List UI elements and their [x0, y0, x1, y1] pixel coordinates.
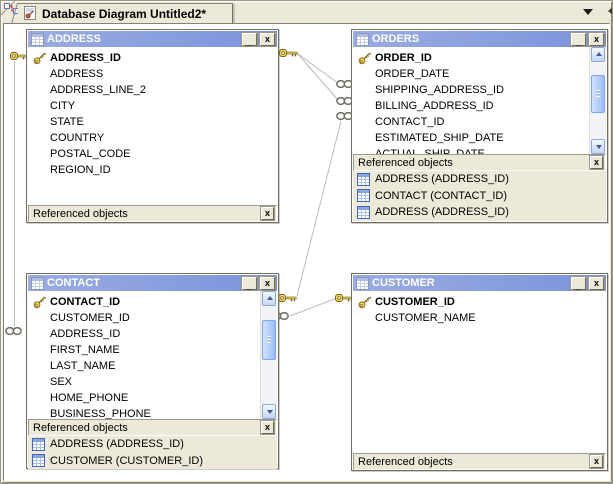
table-icon: [357, 205, 370, 219]
key-connector-icon-address-right[interactable]: [279, 48, 298, 58]
field-row[interactable]: LAST_NAME: [50, 360, 116, 372]
minimize-button[interactable]: _: [571, 32, 586, 46]
referenced-objects-bar: Referenced objects x: [353, 453, 606, 470]
tab-bar: Database Diagram Untitled2*: [1, 1, 612, 23]
titlebar-contact[interactable]: CONTACT _ x: [28, 275, 277, 291]
field-row[interactable]: ORDER_DATE: [375, 68, 450, 80]
field-row[interactable]: CONTACT_ID: [28, 294, 277, 310]
field-row[interactable]: STATE: [50, 116, 84, 128]
field-list-address: ADDRESS_ID ADDRESS ADDRESS_LINE_2 CITY S…: [28, 47, 277, 205]
referenced-object-row[interactable]: ADDRESS (ADDRESS_ID): [353, 204, 606, 221]
field-row[interactable]: CUSTOMER_NAME: [375, 312, 476, 324]
table-icon: [357, 189, 370, 203]
table-icon: [356, 276, 369, 290]
referenced-object-row[interactable]: ADDRESS (ADDRESS_ID): [28, 436, 277, 453]
field-row[interactable]: COUNTRY: [50, 132, 105, 144]
close-referenced-button[interactable]: x: [261, 421, 274, 434]
table-icon: [356, 32, 369, 46]
window-title: CONTACT: [47, 277, 100, 289]
minimize-button[interactable]: _: [242, 276, 257, 290]
close-referenced-button[interactable]: x: [261, 207, 274, 220]
scroll-thumb[interactable]: [591, 75, 605, 113]
close-referenced-button[interactable]: x: [590, 156, 603, 169]
referenced-object-row[interactable]: CONTACT (CONTACT_ID): [353, 188, 606, 205]
field-list-orders: ORDER_ID ORDER_DATE SHIPPING_ADDRESS_ID …: [353, 47, 606, 154]
field-row[interactable]: ADDRESS_LINE_2: [50, 84, 146, 96]
tab-label: Database Diagram Untitled2*: [42, 6, 207, 21]
link-icon-orders-billing[interactable]: [336, 96, 353, 106]
field-row[interactable]: HOME_PHONE: [50, 392, 129, 404]
referenced-objects-bar: Referenced objects x: [28, 419, 277, 436]
table-icon: [32, 437, 45, 451]
referenced-objects-list: ADDRESS (ADDRESS_ID) CUSTOMER (CUSTOMER_…: [28, 436, 277, 469]
table-window-address[interactable]: ADDRESS _ x ADDRESS_ID ADDRESS ADDRESS_L…: [26, 29, 279, 223]
titlebar-orders[interactable]: ORDERS _ x: [353, 31, 606, 47]
field-row[interactable]: ADDRESS_ID: [50, 328, 121, 340]
minimize-button[interactable]: _: [242, 32, 257, 46]
field-list-contact: CONTACT_ID CUSTOMER_ID ADDRESS_ID FIRST_…: [28, 291, 277, 419]
link-icon-orders-shipping[interactable]: [336, 79, 353, 89]
field-row[interactable]: ESTIMATED_SHIP_DATE: [375, 132, 504, 144]
scroll-thumb[interactable]: [262, 320, 276, 360]
primary-key-icon: [33, 296, 47, 309]
field-list-customer: CUSTOMER_ID CUSTOMER_NAME: [353, 291, 606, 453]
field-row[interactable]: SHIPPING_ADDRESS_ID: [375, 84, 504, 96]
field-row[interactable]: BUSINESS_PHONE: [50, 408, 151, 419]
table-icon: [31, 32, 44, 46]
field-row[interactable]: POSTAL_CODE: [50, 148, 131, 160]
table-window-customer[interactable]: CUSTOMER _ x CUSTOMER_ID CUSTOMER_NAME R…: [351, 273, 608, 471]
close-button[interactable]: x: [589, 276, 604, 290]
field-row[interactable]: ACTUAL_SHIP_DATE: [375, 148, 485, 154]
field-row[interactable]: BILLING_ADDRESS_ID: [375, 100, 494, 112]
scroll-up-button[interactable]: [591, 47, 605, 62]
field-row[interactable]: SEX: [50, 376, 73, 388]
window-title: ADDRESS: [47, 33, 101, 45]
referenced-object-row[interactable]: CUSTOMER (CUSTOMER_ID): [28, 453, 277, 470]
link-icon-contact-address[interactable]: [5, 326, 22, 336]
field-row[interactable]: ADDRESS: [50, 68, 104, 80]
link-icon-orders-contact[interactable]: [336, 111, 353, 121]
window-title: CUSTOMER: [372, 277, 435, 289]
close-button[interactable]: x: [260, 276, 275, 290]
key-connector-icon-contact-right[interactable]: [278, 293, 297, 303]
table-icon: [357, 172, 370, 186]
primary-key-icon: [358, 52, 372, 65]
tab-list-dropdown-arrow-icon[interactable]: [583, 9, 593, 15]
table-icon: [31, 276, 44, 290]
close-referenced-button[interactable]: x: [590, 455, 603, 468]
tab-scroll-left-icon[interactable]: [608, 6, 612, 16]
primary-key-icon: [358, 296, 372, 309]
field-row[interactable]: CONTACT_ID: [375, 116, 445, 128]
primary-key-icon: [33, 52, 47, 65]
scroll-down-button[interactable]: [591, 139, 605, 154]
window-title: ORDERS: [372, 33, 420, 45]
scrollbar-orders[interactable]: [589, 47, 606, 154]
referenced-objects-list: ADDRESS (ADDRESS_ID) CONTACT (CONTACT_ID…: [353, 171, 606, 221]
tab-database-diagram[interactable]: Database Diagram Untitled2*: [18, 3, 233, 23]
table-icon: [32, 454, 45, 468]
referenced-objects-bar: Referenced objects x: [353, 154, 606, 171]
minimize-button[interactable]: _: [571, 276, 586, 290]
field-row[interactable]: REGION_ID: [50, 164, 111, 176]
field-row[interactable]: ORDER_ID: [353, 50, 606, 66]
referenced-objects-bar: Referenced objects x: [28, 205, 277, 222]
table-window-orders[interactable]: ORDERS _ x ORDER_ID ORDER_DATE SHIPPING_…: [351, 29, 608, 223]
scrollbar-contact[interactable]: [260, 291, 277, 419]
referenced-object-row[interactable]: ADDRESS (ADDRESS_ID): [353, 171, 606, 188]
titlebar-customer[interactable]: CUSTOMER _ x: [353, 275, 606, 291]
field-row[interactable]: CUSTOMER_ID: [353, 294, 606, 310]
scroll-down-button[interactable]: [262, 404, 276, 419]
table-window-contact[interactable]: CONTACT _ x CONTACT_ID CUSTOMER_ID ADDRE…: [26, 273, 279, 469]
close-button[interactable]: x: [260, 32, 275, 46]
field-row[interactable]: FIRST_NAME: [50, 344, 120, 356]
field-row[interactable]: CUSTOMER_ID: [50, 312, 130, 324]
scroll-up-button[interactable]: [262, 291, 276, 306]
field-row[interactable]: CITY: [50, 100, 76, 112]
diagram-document-icon: [24, 6, 36, 20]
close-button[interactable]: x: [589, 32, 604, 46]
titlebar-address[interactable]: ADDRESS _ x: [28, 31, 277, 47]
field-row[interactable]: ADDRESS_ID: [28, 50, 277, 66]
